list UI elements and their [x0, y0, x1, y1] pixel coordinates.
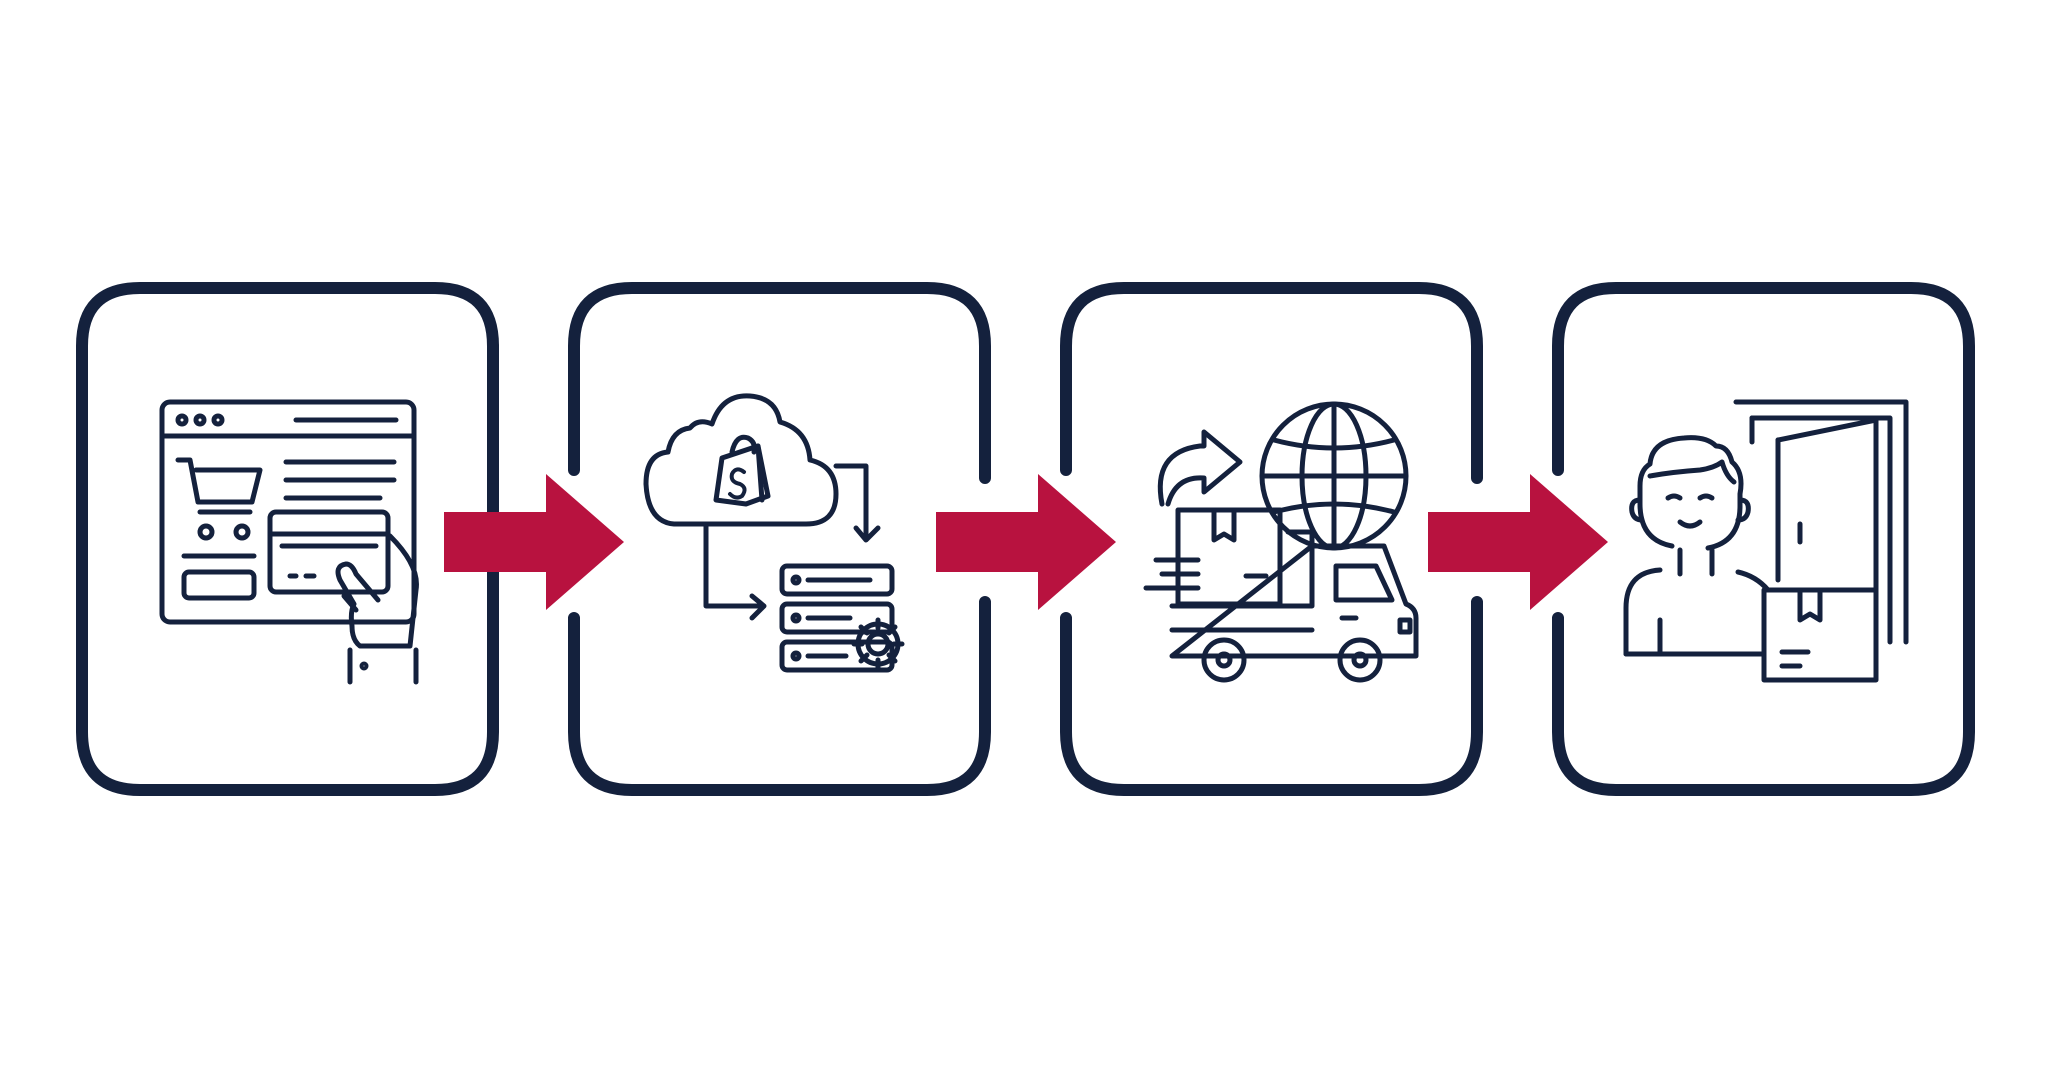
global-delivery-truck-icon — [1143, 401, 1419, 683]
online-shopping-checkout-icon — [159, 399, 419, 685]
step-frame-2 — [568, 282, 991, 796]
connector-arrow-2 — [936, 474, 1116, 610]
connector-arrow-1 — [444, 474, 624, 610]
customer-receives-package-icon — [1623, 399, 1909, 683]
step-frame-3 — [1060, 282, 1483, 796]
step-frame-1 — [76, 282, 499, 796]
connector-arrow-3 — [1428, 474, 1608, 610]
cloud-shopify-server-sync-icon — [643, 393, 905, 673]
step-frame-4 — [1552, 282, 1975, 796]
